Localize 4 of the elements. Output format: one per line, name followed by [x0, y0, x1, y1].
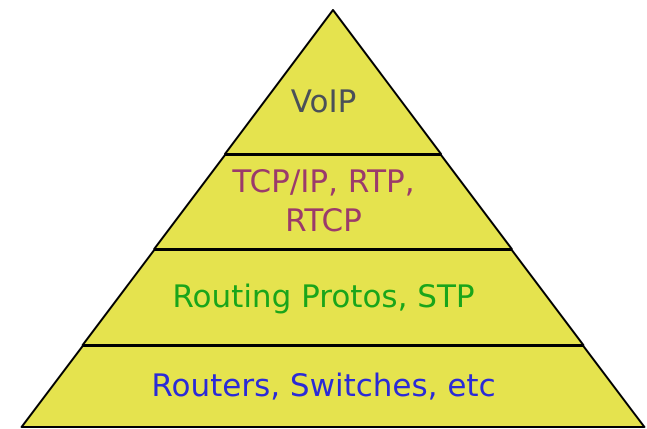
tier-label: VoIP	[290, 84, 356, 120]
tier-label: TCP/IP, RTP, RTCP	[232, 164, 415, 239]
tier-label: Routers, Switches, etc	[151, 368, 496, 404]
tier-label: Routing Protos, STP	[172, 279, 475, 315]
